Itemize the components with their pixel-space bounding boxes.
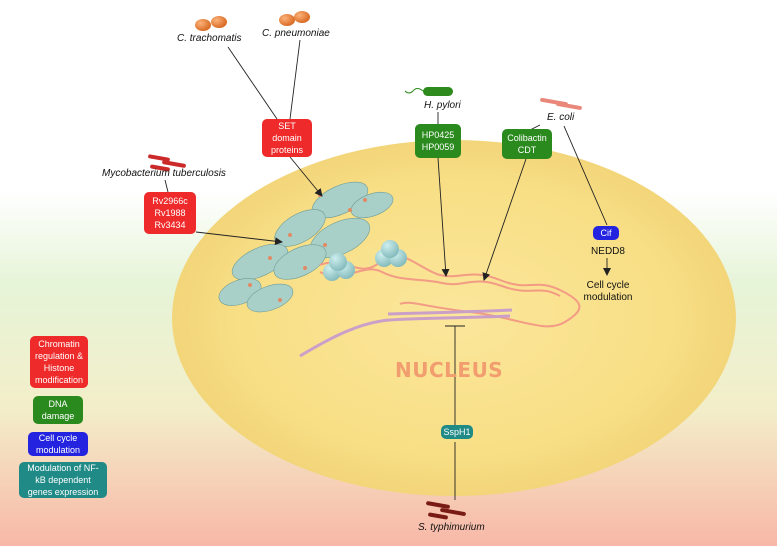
legend-chromatin-1: Chromatin [38, 339, 80, 349]
legend-chromatin: Chromatin regulation & Histone modificat… [30, 336, 88, 388]
legend-cc-2: modulation [35, 445, 81, 455]
legend-nfkb-3: genes expression [27, 487, 99, 497]
cell-cycle-line-1: Cell cycle [586, 280, 630, 291]
legend-dna-1: DNA [48, 399, 68, 409]
label-c-pneumoniae: C. pneumoniae [262, 28, 330, 39]
label-mycobacterium: Mycobacterium tuberculosis [102, 168, 226, 179]
arrow-hpylori [437, 157, 450, 277]
legend-nfkb: Modulation of NF- kB dependent genes exp… [19, 462, 107, 498]
nucleosome-icon [323, 240, 407, 281]
set-domain-box: SET domain proteins [262, 119, 312, 157]
ssph1-box: SspH1 [441, 425, 473, 439]
legend-nfkb-1: Modulation of NF- [27, 463, 99, 473]
legend-chromatin-4: modification [34, 375, 84, 385]
cif-label: Cif [600, 228, 612, 238]
set-line-3: proteins [270, 145, 304, 155]
label-e-coli: E. coli [547, 112, 575, 123]
label-c-trachomatis: C. trachomatis [177, 33, 242, 44]
legend-cell-cycle: Cell cycle modulation [28, 432, 88, 456]
line-cpneumoniae [289, 39, 301, 120]
connectors [164, 39, 611, 500]
ecoli-line-1: Colibactin [507, 133, 547, 143]
bacterium-icon [404, 87, 453, 96]
bacterium-icon [195, 11, 310, 31]
ssph1-label: SspH1 [443, 427, 471, 437]
e-coli-genotoxin-box: Colibactin CDT [502, 129, 552, 159]
mtb-line-2: Rv1988 [154, 208, 186, 218]
legend-dna-damage: DNA damage [33, 396, 83, 424]
legend-cc-1: Cell cycle [38, 433, 78, 443]
dna-strand-lavender [299, 308, 513, 358]
ecoli-line-2: CDT [517, 145, 537, 155]
set-line-2: domain [272, 133, 302, 143]
mtb-line-3: Rv3434 [154, 220, 186, 230]
nedd8-label: NEDD8 [591, 246, 625, 257]
nucleus-label: NUCLEUS [395, 358, 504, 382]
cif-box: Cif [593, 226, 619, 240]
mycobacterium-effectors-box: Rv2966c Rv1988 Rv3434 [144, 192, 196, 234]
label-h-pylori: H. pylori [424, 100, 461, 111]
arrow-ecoli [482, 158, 527, 281]
bacterium-icon [148, 154, 186, 172]
set-line-1: SET [278, 121, 296, 131]
bacterium-icon [540, 97, 582, 110]
cell-cycle-target: Cell cycle modulation [579, 280, 637, 304]
legend-dna-2: damage [41, 411, 75, 421]
line-mtb [164, 179, 169, 193]
bacterium-icon [426, 501, 466, 520]
mtb-line-1: Rv2966c [152, 196, 188, 206]
line-ctrachomatis [227, 46, 278, 120]
cell-cycle-line-2: modulation [583, 292, 633, 303]
legend-nfkb-2: kB dependent [35, 475, 91, 485]
arrow-mtb [195, 231, 283, 246]
label-s-typhimurium: S. typhimurium [418, 522, 485, 533]
line-cif [563, 125, 608, 226]
legend-chromatin-3: Histone [43, 363, 75, 373]
legend-chromatin-2: regulation & [34, 351, 84, 361]
chromatin-icon [218, 181, 394, 313]
arrow-set [289, 156, 323, 197]
hp-line-1: HP0425 [421, 130, 455, 140]
hp-line-2: HP0059 [421, 142, 455, 152]
h-pylori-effectors-box: HP0425 HP0059 [415, 124, 461, 158]
